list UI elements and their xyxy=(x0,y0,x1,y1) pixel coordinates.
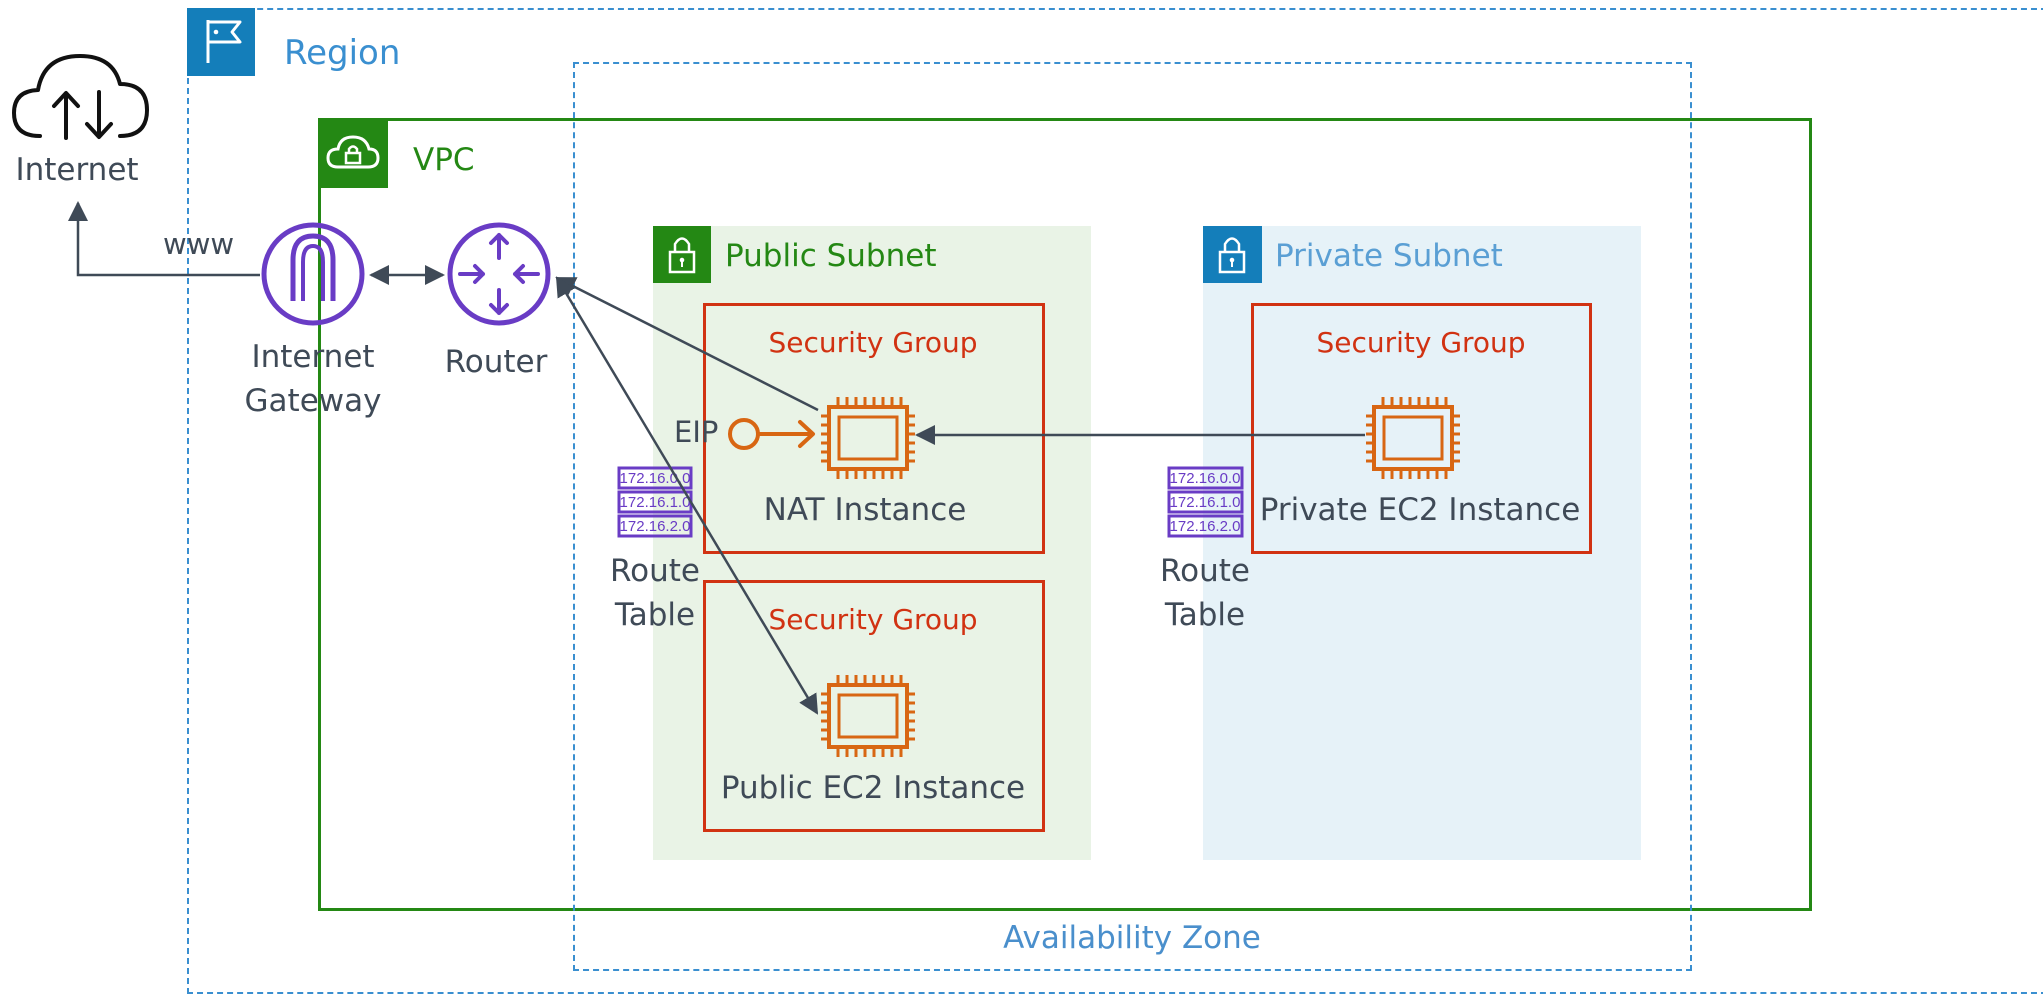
chip-icon xyxy=(821,675,915,757)
www-label: www xyxy=(163,227,235,261)
route-entry: 172.16.1.0 xyxy=(620,494,691,511)
route-table-label: Table xyxy=(614,597,696,633)
chip-icon xyxy=(1366,397,1460,479)
security-group-label: Security Group xyxy=(768,326,978,359)
route-table-label: Route xyxy=(1160,553,1250,589)
security-group-private-ec2 xyxy=(1251,303,1592,554)
route-entry: 172.16.1.0 xyxy=(1170,494,1241,511)
padlock-icon xyxy=(1203,226,1262,283)
route-entry: 172.16.2.0 xyxy=(1170,518,1241,535)
region-boundary xyxy=(187,8,2043,994)
router-public-ec2-arrow xyxy=(555,276,819,715)
security-group-label: Security Group xyxy=(1316,326,1526,359)
public-ec2-instance-label: Public EC2 Instance xyxy=(720,770,1026,806)
vpc-boundary xyxy=(318,118,1812,911)
availability-zone-label: Availability Zone xyxy=(1003,920,1261,956)
route-table-label: Table xyxy=(1164,597,1246,633)
router-icon xyxy=(447,222,551,326)
internet-label: Internet xyxy=(15,152,139,188)
cloud-lock-icon xyxy=(318,118,388,188)
route-entry: 172.16.0.0 xyxy=(1170,470,1241,487)
gateway-to-internet-arrow xyxy=(68,201,260,277)
region-label: Region xyxy=(284,33,401,73)
flag-icon xyxy=(187,8,255,76)
router-label: Router xyxy=(444,344,548,380)
internet-gateway-label: Gateway xyxy=(244,383,382,419)
private-ec2-instance-label: Private EC2 Instance xyxy=(1259,492,1581,528)
route-table-icon xyxy=(1167,466,1244,538)
route-table-label: Route xyxy=(610,553,700,589)
private-subnet-label: Private Subnet xyxy=(1275,238,1503,274)
vpc-label: VPC xyxy=(413,142,475,178)
route-entry: 172.16.2.0 xyxy=(620,518,691,535)
cloud-upload-download-icon xyxy=(12,54,149,140)
nat-instance-label: NAT Instance xyxy=(763,492,967,528)
padlock-icon xyxy=(653,226,711,283)
eip-label: EIP xyxy=(674,415,719,449)
internet-gateway-label: Internet xyxy=(251,339,375,375)
elastic-ip-icon xyxy=(728,418,815,450)
internet-gateway-icon xyxy=(261,222,365,326)
security-group-label: Security Group xyxy=(768,603,978,636)
private-subnet-area xyxy=(1203,226,1641,860)
chip-icon xyxy=(821,397,915,479)
public-subnet-label: Public Subnet xyxy=(725,238,937,274)
